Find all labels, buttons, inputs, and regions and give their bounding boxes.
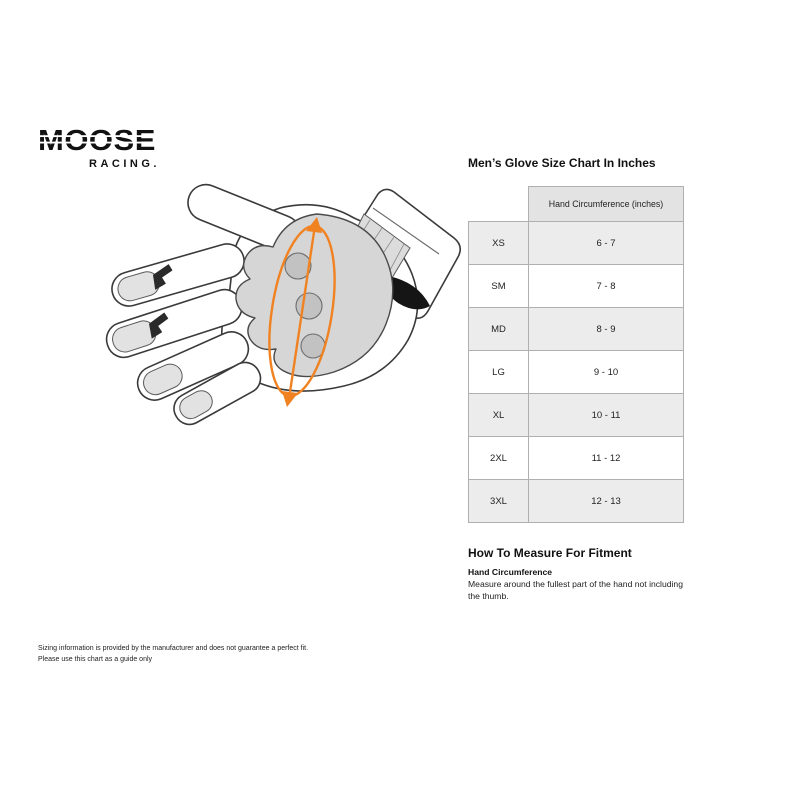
palm-padding-dots <box>284 252 326 359</box>
table-header-row: Hand Circumference (inches) <box>468 186 684 222</box>
range-cell: 7 - 8 <box>528 264 684 308</box>
hand-circumference-label: Hand Circumference <box>468 567 553 577</box>
range-cell: 9 - 10 <box>528 350 684 394</box>
glove-illustration <box>105 183 462 426</box>
table-row: 3XL 12 - 13 <box>468 479 684 523</box>
measurement-arrowheads <box>282 217 322 407</box>
table-row: XS 6 - 7 <box>468 221 684 265</box>
table-row: XL 10 - 11 <box>468 393 684 437</box>
measure-instructions: Measure around the fullest part of the h… <box>468 579 683 602</box>
table-row: MD 8 - 9 <box>468 307 684 351</box>
size-cell: 3XL <box>468 479 529 523</box>
size-column-header-empty <box>468 186 529 222</box>
disclaimer-line-2: Please use this chart as a guide only <box>38 655 153 663</box>
range-cell: 11 - 12 <box>528 436 684 480</box>
size-cell: LG <box>468 350 529 394</box>
fingertip-pads <box>112 271 213 420</box>
size-chart-table: Hand Circumference (inches) XS 6 - 7 SM … <box>468 186 684 523</box>
how-to-measure-title: How To Measure For Fitment <box>468 546 632 560</box>
size-cell: XL <box>468 393 529 437</box>
range-cell: 10 - 11 <box>528 393 684 437</box>
table-row: 2XL 11 - 12 <box>468 436 684 480</box>
size-cell: SM <box>468 264 529 308</box>
circumference-column-header: Hand Circumference (inches) <box>528 186 684 222</box>
brand-logo-wordmark: MOOSE <box>38 126 162 155</box>
table-row: SM 7 - 8 <box>468 264 684 308</box>
disclaimer-line-1: Sizing information is provided by the ma… <box>38 645 309 652</box>
range-cell: 6 - 7 <box>528 221 684 265</box>
size-chart-title: Men’s Glove Size Chart In Inches <box>468 156 656 170</box>
range-cell: 8 - 9 <box>528 307 684 351</box>
range-cell: 12 - 13 <box>528 479 684 523</box>
size-cell: XS <box>468 221 529 265</box>
brand-logo-subtext: RACING. <box>89 158 160 170</box>
disclaimer: Sizing information is provided by the ma… <box>38 644 308 666</box>
table-row: LG 9 - 10 <box>468 350 684 394</box>
size-cell: 2XL <box>468 436 529 480</box>
size-cell: MD <box>468 307 529 351</box>
finger-logo-marks <box>149 264 173 339</box>
brand-logo: MOOSE RACING. <box>38 126 162 170</box>
glove-accent-swoosh <box>382 276 430 310</box>
